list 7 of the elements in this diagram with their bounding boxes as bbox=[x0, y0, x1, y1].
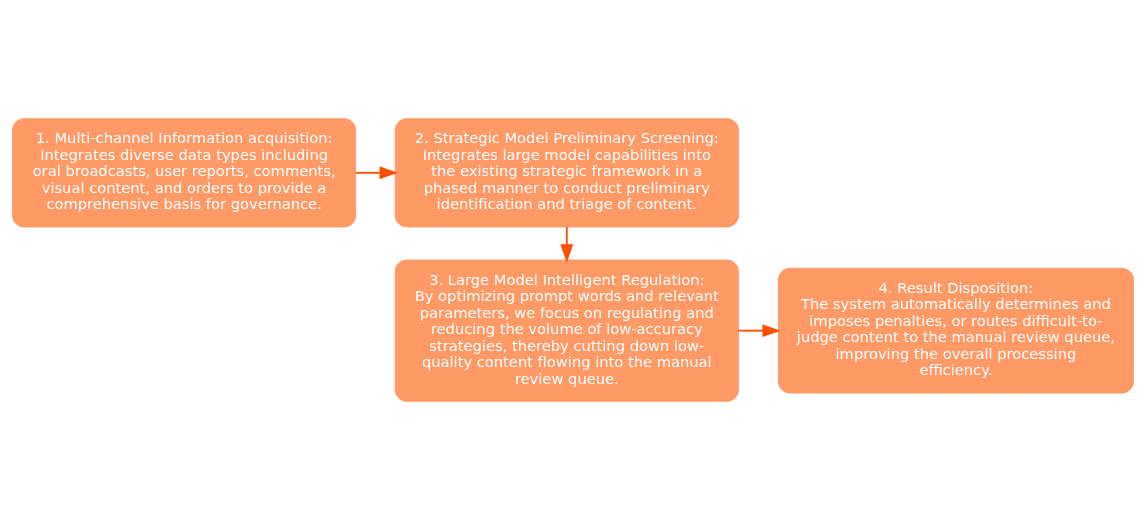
node-box: 4. Result Disposition: The system automatically determines and imposes penalties, or routes difficult-to-judge content to the manual review queue, improving the overall processing efficiency. bbox=[777, 267, 1134, 394]
arrow bbox=[355, 165, 398, 179]
arrow bbox=[560, 225, 574, 263]
arrow bbox=[737, 323, 781, 337]
node-box: 1. Multi-channel Information acquisition: Integrates diverse data types including oral broadcasts, user reports, comments, visual content, and orders to provide a comprehensive basis for governance. bbox=[12, 117, 357, 227]
node-box: 2. Strategic Model Preliminary Screening: Integrates large model capabilities into the existing strategic framework in a phased manner to conduct preliminary identification and triage of content. bbox=[394, 117, 739, 227]
node-box: 3. Large Model Intelligent Regulation: By optimizing prompt words and relevant parameters, we focus on regulating and reducing the volume of low-accuracy strategies, thereby cutting down low-quality content flowing into the manual review queue. bbox=[394, 259, 739, 402]
